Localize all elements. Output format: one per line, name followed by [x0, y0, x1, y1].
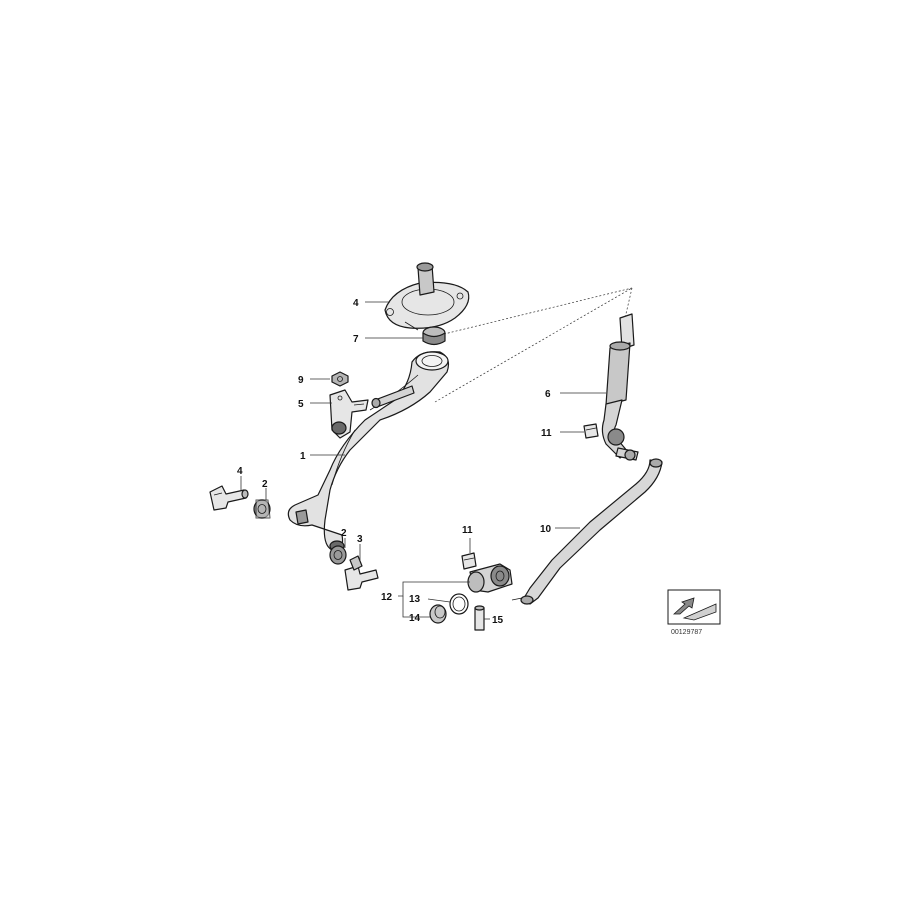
bushing-ring: [422, 326, 446, 346]
bracket-right: [344, 555, 379, 591]
lock-ring: [449, 593, 469, 615]
callout-13: 13: [409, 594, 421, 605]
joint-assembly: [467, 563, 513, 593]
callout-3: 3: [357, 534, 363, 545]
selector-rod: [511, 458, 663, 605]
hex-nut: [331, 371, 349, 387]
pin-bracket: [209, 485, 249, 511]
support-bracket: [329, 389, 369, 439]
gear-lever-arm: [287, 351, 450, 552]
callout-5: 5: [298, 399, 304, 410]
callout-12: 12: [381, 592, 393, 603]
callout-6: 6: [545, 389, 551, 400]
roll-pin: [474, 605, 485, 631]
callout-4: 4: [237, 466, 243, 477]
callout-11-lower: 11: [462, 525, 473, 536]
callout-2-left: 2: [262, 479, 268, 490]
clip-lower: [461, 552, 477, 570]
callout-11-upper: 11: [541, 428, 552, 439]
image-id: 00129787: [671, 629, 702, 636]
callout-14: 14: [409, 613, 421, 624]
small-bush: [429, 604, 447, 624]
callout-8: 4: [353, 298, 359, 309]
callout-10: 10: [540, 524, 552, 535]
bush-right: [329, 545, 347, 565]
callout-15: 15: [492, 615, 504, 626]
callout-9: 9: [298, 375, 304, 386]
callout-labels: 4 7 9 5 1 4 2 2 3 6 11 10 11 12 13 14 15: [237, 298, 552, 626]
shift-boot: [384, 262, 470, 331]
callout-1: 1: [300, 451, 306, 462]
connection-lines: [434, 287, 633, 403]
shift-rod-upper: [601, 313, 639, 461]
callout-7: 7: [353, 334, 359, 345]
leader-lines: [240, 301, 606, 620]
bush-left: [253, 499, 271, 519]
clip-upper: [583, 423, 599, 439]
callout-2-right: 2: [341, 528, 347, 539]
direction-arrow-icon: [667, 589, 721, 625]
